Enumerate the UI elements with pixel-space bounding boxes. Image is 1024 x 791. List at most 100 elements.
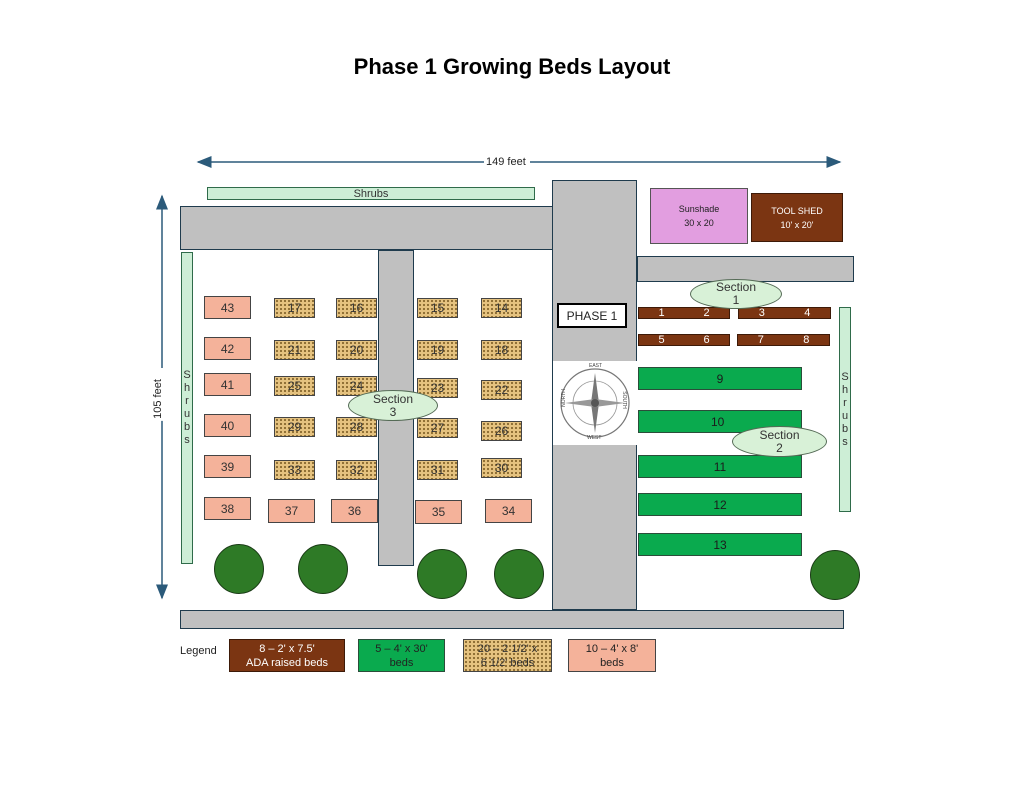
- dotted-bed: 14: [481, 298, 522, 318]
- left-shrubs-letter: b: [183, 421, 191, 433]
- bed-number: 8: [803, 334, 810, 346]
- dotted-bed: 32: [336, 460, 377, 480]
- compass-icon: [560, 368, 630, 438]
- tree-icon: [810, 550, 860, 600]
- top-shrubs-label: Shrubs: [353, 187, 389, 200]
- bed-number: 2: [703, 307, 710, 319]
- right-shrubs: S h r u b s: [839, 307, 851, 512]
- bed-number: 7: [757, 334, 764, 346]
- salmon-bed: 43: [204, 296, 251, 319]
- tool-shed: TOOL SHED 10' x 20': [751, 193, 843, 242]
- dotted-bed: 23: [417, 378, 458, 398]
- right-shrubs-letter: r: [843, 396, 847, 409]
- dotted-bed: 18: [481, 340, 522, 360]
- tool-shed-label: TOOL SHED: [771, 205, 823, 216]
- section-3-label: Section 3: [348, 390, 438, 421]
- legend-dotted-beds: 20 – 2 1/2' x 6 1/2' beds: [463, 639, 552, 672]
- legend-item-line: beds: [600, 656, 624, 669]
- legend-label: Legend: [180, 645, 217, 657]
- phase-label: PHASE 1: [557, 303, 627, 328]
- right-shrubs-letter: b: [841, 422, 849, 435]
- salmon-bed: 37: [268, 499, 315, 523]
- dimension-arrows: [156, 156, 842, 600]
- section-2-label: Section 2: [732, 426, 827, 457]
- tree-icon: [298, 544, 348, 594]
- east-path: [637, 256, 854, 282]
- left-shrubs-letter: u: [183, 408, 191, 420]
- dotted-bed: 29: [274, 417, 315, 437]
- ada-bed-pair: 7 8: [737, 334, 830, 346]
- legend-salmon-beds: 10 – 4' x 8' beds: [568, 639, 656, 672]
- dotted-bed: 27: [417, 418, 458, 438]
- salmon-bed: 38: [204, 497, 251, 520]
- sunshade-label: Sunshade: [678, 204, 720, 214]
- compass: NORTH EAST SOUTH WEST: [553, 361, 637, 445]
- dotted-bed: 33: [274, 460, 315, 480]
- width-label: 149 feet: [484, 156, 528, 168]
- left-shrubs-letter: r: [185, 395, 189, 407]
- section-title: Section: [759, 427, 800, 442]
- salmon-bed: 42: [204, 337, 251, 360]
- dotted-bed: 25: [274, 376, 315, 396]
- compass-south: SOUTH: [620, 391, 627, 409]
- green-bed: 13: [638, 533, 802, 556]
- compass-east: EAST: [589, 363, 603, 369]
- ada-bed-pair: 1 2: [638, 307, 730, 319]
- page-title: Phase 1 Growing Beds Layout: [353, 54, 671, 79]
- right-shrubs-letter: s: [842, 435, 848, 448]
- sunshade-size: 30 x 20: [684, 218, 714, 228]
- dotted-bed: 16: [336, 298, 377, 318]
- green-bed: 9: [638, 367, 802, 390]
- section-1-label: Section 1: [690, 279, 782, 309]
- compass-west: WEST: [587, 435, 602, 441]
- height-label: 105 feet: [151, 377, 164, 421]
- south-path: [180, 610, 844, 629]
- ada-bed-pair: 3 4: [738, 307, 831, 319]
- legend-item-line: beds: [389, 656, 414, 669]
- legend-item-line: 6 1/2' beds: [480, 656, 535, 669]
- green-bed: 11: [638, 455, 802, 478]
- left-shrubs: S h r u b s: [181, 252, 193, 564]
- dotted-bed: 28: [336, 417, 377, 437]
- ada-bed-pair: 5 6: [638, 334, 730, 346]
- right-shrubs-letter: u: [841, 409, 849, 422]
- salmon-bed: 35: [415, 500, 462, 524]
- dotted-bed: 20: [336, 340, 377, 360]
- left-shrubs-letter: S: [183, 369, 191, 381]
- legend-ada-beds: 8 – 2' x 7.5' ADA raised beds: [229, 639, 345, 672]
- tree-icon: [417, 549, 467, 599]
- dotted-bed: 21: [274, 340, 315, 360]
- right-shrubs-letter: h: [841, 383, 849, 396]
- bed-number: 4: [804, 307, 811, 319]
- dotted-bed: 15: [417, 298, 458, 318]
- left-shrubs-letter: h: [183, 382, 191, 394]
- dotted-bed: 31: [417, 460, 458, 480]
- legend-item-line: 8 – 2' x 7.5': [259, 642, 315, 655]
- section-number: 3: [389, 404, 397, 419]
- section-title: Section: [372, 391, 414, 406]
- top-shrubs: Shrubs: [207, 187, 535, 200]
- dotted-bed: 24: [336, 376, 377, 396]
- dotted-bed: 30: [481, 458, 522, 478]
- salmon-bed: 36: [331, 499, 378, 523]
- dotted-bed: 19: [417, 340, 458, 360]
- tree-icon: [494, 549, 544, 599]
- bed-number: 6: [703, 334, 710, 346]
- left-shrubs-letter: s: [184, 434, 190, 446]
- tree-icon: [214, 544, 264, 594]
- right-shrubs-letter: S: [841, 370, 849, 383]
- legend-item-line: 10 – 4' x 8': [585, 642, 639, 655]
- legend-item-line: 20 – 2 1/2' x: [477, 642, 538, 655]
- section-title: Section: [715, 280, 757, 294]
- dotted-bed: 17: [274, 298, 315, 318]
- bed-number: 3: [758, 307, 765, 319]
- green-bed: 12: [638, 493, 802, 516]
- legend-item-line: ADA raised beds: [246, 656, 328, 669]
- section-number: 2: [776, 440, 783, 455]
- salmon-bed: 40: [204, 414, 251, 437]
- north-path: [180, 206, 553, 250]
- bed-number: 5: [658, 334, 665, 346]
- bed-number: 1: [658, 307, 665, 319]
- salmon-bed: 39: [204, 455, 251, 478]
- tool-shed-size: 10' x 20': [780, 219, 814, 230]
